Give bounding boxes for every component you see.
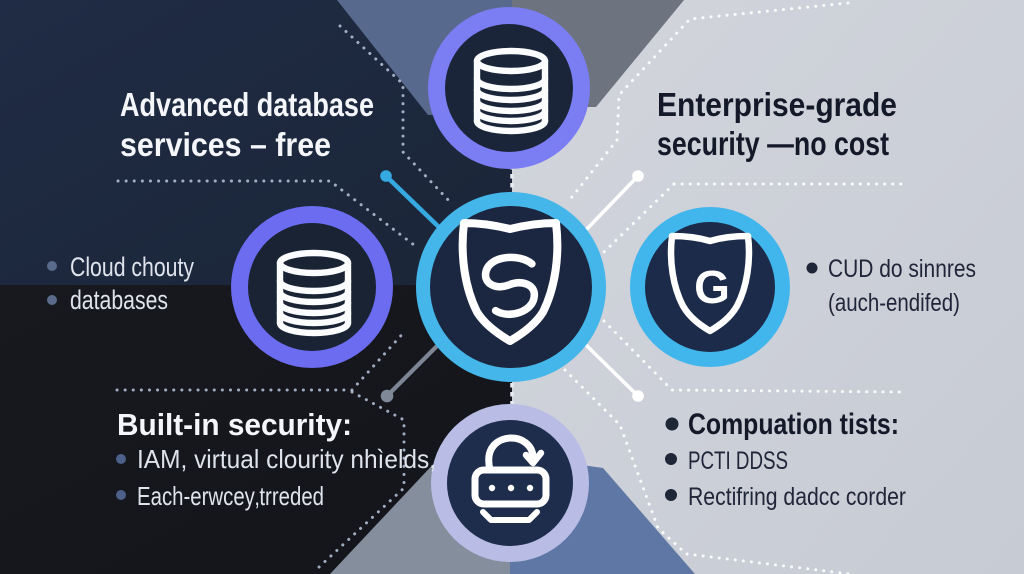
svg-text:PCTI DDSS: PCTI DDSS bbox=[688, 447, 788, 475]
svg-text:IAM, virtual clourity nhìelds,: IAM, virtual clourity nhìelds, bbox=[137, 444, 436, 474]
svg-text:(auch-endifed): (auch-endifed) bbox=[828, 289, 960, 317]
svg-text:CUD do sinnres: CUD do sinnres bbox=[828, 255, 976, 283]
svg-text:Cloud chouty: Cloud chouty bbox=[70, 252, 194, 282]
svg-text:databases: databases bbox=[70, 285, 168, 315]
svg-text:G: G bbox=[694, 261, 730, 313]
svg-text:Built-in security:: Built-in security: bbox=[117, 407, 352, 442]
svg-text:services – free: services – free bbox=[120, 126, 331, 163]
svg-text:Advanced database: Advanced database bbox=[120, 86, 374, 123]
svg-text:Compuation tists:: Compuation tists: bbox=[688, 408, 899, 441]
svg-text:Each-erwcey‚trreded: Each-erwcey‚trreded bbox=[137, 481, 324, 511]
svg-text:Enterprise-grade: Enterprise-grade bbox=[657, 86, 897, 123]
svg-text:security —no cost: security —no cost bbox=[657, 125, 889, 162]
svg-text:Rectifring dadcc corder: Rectifring dadcc corder bbox=[688, 483, 906, 511]
